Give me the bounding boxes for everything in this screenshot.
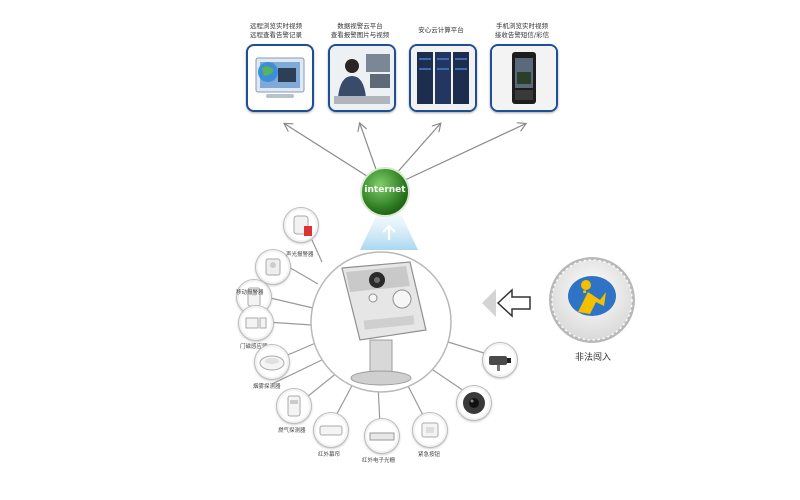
bullet-camera-device xyxy=(482,342,518,378)
mobile-caption: 手机浏览实时视频 接收告警短信/彩信 xyxy=(482,22,562,40)
dome-camera-device xyxy=(456,385,492,421)
door-sensor-label: 门磁感应器 xyxy=(240,344,268,350)
monitor-center-caption: 数据视警云平台 查看报警图片与视频 xyxy=(320,22,400,40)
monitor-center-panel xyxy=(328,44,396,112)
arrow-to-cloud-platform xyxy=(394,124,440,176)
alarm-icon xyxy=(265,258,281,276)
cloud-platform-caption: 安心云计算平台 xyxy=(401,26,481,35)
door-contact-icon xyxy=(245,317,267,329)
caption-line: 查看报警图片与视频 xyxy=(330,31,390,39)
ir-beam-device xyxy=(364,418,400,454)
gas-detector-label: 燃气探测器 xyxy=(278,428,306,434)
arrow-to-mobile xyxy=(404,124,525,181)
arrow-to-remote-pc xyxy=(285,124,371,179)
caption-line: 远程浏览实时视频 xyxy=(250,22,302,30)
internet-hub xyxy=(360,167,410,217)
smoke-siren-device xyxy=(283,207,319,243)
door-sensor-device xyxy=(238,305,274,341)
panic-button-icon xyxy=(421,422,439,438)
monitor-globe-icon xyxy=(255,57,305,98)
smoke-detector-label: 烟雾探测器 xyxy=(253,384,281,390)
dome-camera-icon xyxy=(463,392,485,414)
smartphone-icon xyxy=(492,46,556,110)
ir-beam-icon xyxy=(369,432,395,441)
motion-sensor-icon xyxy=(247,287,261,307)
emergency-button-device xyxy=(412,412,448,448)
ir-curtain-label: 红外幕帘 xyxy=(318,452,341,458)
remote-pc-caption: 远程浏览实时视频 远程查看告警记录 xyxy=(236,22,316,40)
arrow-to-monitor-center xyxy=(360,124,379,176)
caption-line: 数据视警云平台 xyxy=(337,22,383,30)
caption-line: 安心云计算平台 xyxy=(418,26,464,34)
security-host-icon xyxy=(341,261,427,386)
bullet-camera-icon xyxy=(489,356,511,371)
operator-icon xyxy=(330,46,394,110)
ir-beam-label: 红外电子光栅 xyxy=(362,458,396,464)
intrusion-label: 非法闯入 xyxy=(574,353,611,363)
up-arrow-icon xyxy=(382,224,396,240)
siren-icon xyxy=(293,215,312,236)
cloud-platform-panel xyxy=(409,44,477,112)
gas-detector-device xyxy=(276,388,312,424)
sound-light-alarm-label: 声光报警器 xyxy=(286,252,314,258)
internet-label: internet xyxy=(364,185,406,195)
smoke-detector-device xyxy=(254,344,290,380)
caption-line: 接收告警短信/彩信 xyxy=(494,31,550,39)
pir-label: 移动报警器 xyxy=(236,290,264,296)
smoke-detector-icon xyxy=(259,355,285,371)
ir-curtain-device xyxy=(313,412,349,448)
sound-light-alarm-device xyxy=(255,249,291,285)
gas-detector-icon xyxy=(287,395,301,417)
server-rack-icon xyxy=(411,46,475,110)
double-left-arrow-icon xyxy=(482,288,531,318)
ir-curtain-icon xyxy=(319,425,343,436)
mobile-panel xyxy=(490,44,558,112)
emergency-button-label: 紧急按钮 xyxy=(418,452,441,458)
caption-line: 手机浏览实时视频 xyxy=(496,22,548,30)
running-person-icon xyxy=(578,280,606,314)
remote-pc-panel xyxy=(246,44,314,112)
caption-line: 远程查看告警记录 xyxy=(250,31,302,39)
